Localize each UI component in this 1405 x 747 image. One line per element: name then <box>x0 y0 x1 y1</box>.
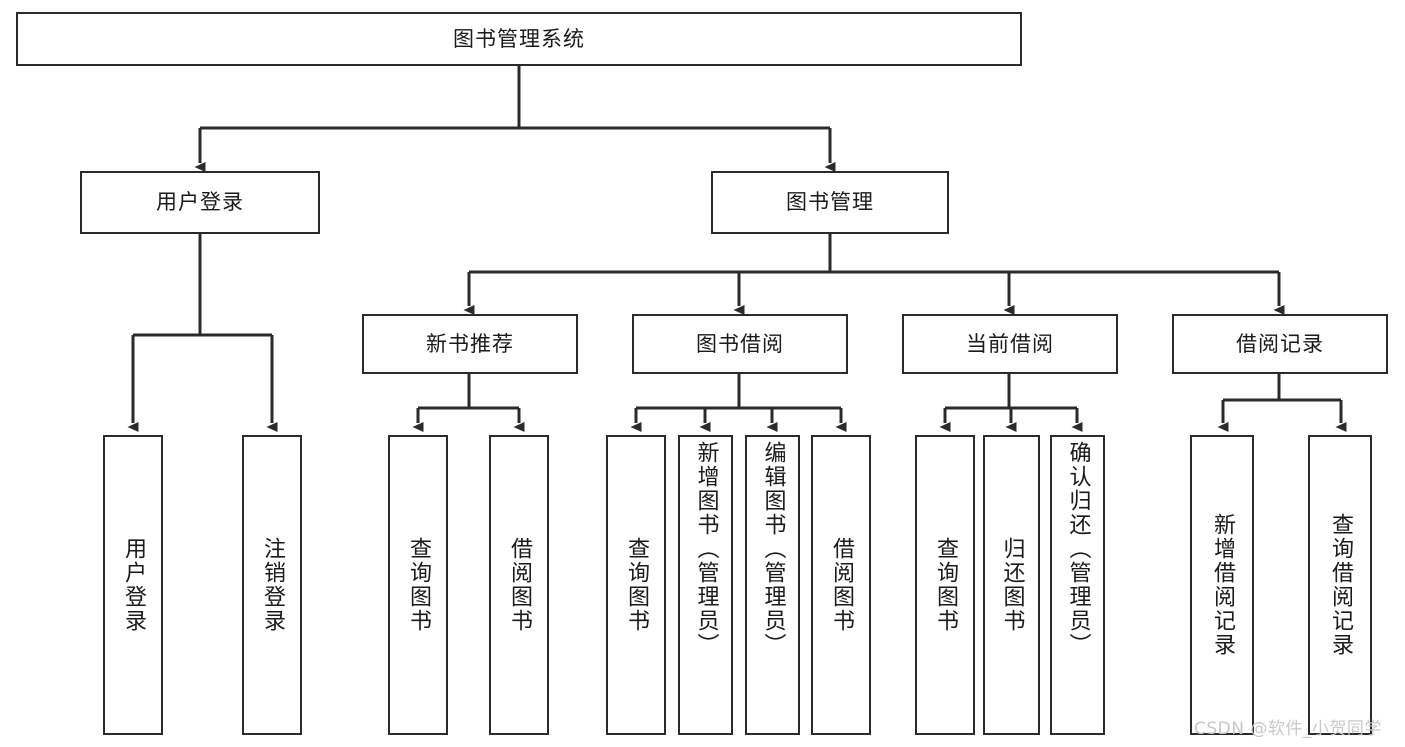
node-current-borrow-label: 当前借阅 <box>966 331 1054 356</box>
node-root[interactable]: 图书管理系统 <box>16 12 1022 66</box>
node-leaf-user-login[interactable]: 用户登录 <box>103 435 163 735</box>
node-leaf-query-book-2[interactable]: 查询图书 <box>606 435 666 735</box>
node-borrow-record-label: 借阅记录 <box>1236 331 1324 356</box>
node-leaf-borrow-book-1[interactable]: 借阅图书 <box>489 435 549 735</box>
node-user-login-label: 用户登录 <box>156 190 244 215</box>
node-book-manage-label: 图书管理 <box>786 190 874 215</box>
node-leaf-borrow-book-1-label: 借阅图书 <box>506 537 532 633</box>
node-book-borrow-label: 图书借阅 <box>696 331 784 356</box>
node-leaf-borrow-book-2[interactable]: 借阅图书 <box>811 435 871 735</box>
node-leaf-user-logout-label: 注销登录 <box>259 537 285 633</box>
node-current-borrow[interactable]: 当前借阅 <box>902 314 1118 374</box>
node-leaf-add-book-label: 新增图书（管理员） <box>693 441 719 657</box>
node-leaf-add-book[interactable]: 新增图书（管理员） <box>678 435 733 735</box>
node-book-borrow[interactable]: 图书借阅 <box>632 314 848 374</box>
node-leaf-query-record[interactable]: 查询借阅记录 <box>1308 435 1372 735</box>
node-leaf-user-login-label: 用户登录 <box>120 537 146 633</box>
node-leaf-edit-book[interactable]: 编辑图书（管理员） <box>745 435 800 735</box>
node-leaf-query-record-label: 查询借阅记录 <box>1327 513 1353 657</box>
node-leaf-query-book-3[interactable]: 查询图书 <box>915 435 975 735</box>
node-leaf-borrow-book-2-label: 借阅图书 <box>828 537 854 633</box>
node-leaf-query-book-3-label: 查询图书 <box>932 537 958 633</box>
node-root-label: 图书管理系统 <box>453 26 585 51</box>
node-leaf-add-record[interactable]: 新增借阅记录 <box>1190 435 1254 735</box>
node-leaf-return-book-label: 归还图书 <box>999 537 1025 633</box>
node-leaf-edit-book-label: 编辑图书（管理员） <box>760 441 786 657</box>
node-leaf-query-book-1[interactable]: 查询图书 <box>388 435 448 735</box>
node-leaf-confirm-return-label: 确认归还（管理员） <box>1065 441 1091 657</box>
node-new-book-recommend-label: 新书推荐 <box>426 331 514 356</box>
node-leaf-add-record-label: 新增借阅记录 <box>1209 513 1235 657</box>
node-leaf-query-book-1-label: 查询图书 <box>405 537 431 633</box>
node-leaf-return-book[interactable]: 归还图书 <box>983 435 1040 735</box>
csdn-watermark: CSDN @软件_小贺同学 <box>1194 719 1382 739</box>
node-leaf-user-logout[interactable]: 注销登录 <box>242 435 302 735</box>
node-leaf-query-book-2-label: 查询图书 <box>623 537 649 633</box>
node-book-manage[interactable]: 图书管理 <box>711 171 949 234</box>
node-user-login[interactable]: 用户登录 <box>80 171 320 234</box>
node-leaf-confirm-return[interactable]: 确认归还（管理员） <box>1050 435 1105 735</box>
node-new-book-recommend[interactable]: 新书推荐 <box>362 314 578 374</box>
node-borrow-record[interactable]: 借阅记录 <box>1172 314 1388 374</box>
